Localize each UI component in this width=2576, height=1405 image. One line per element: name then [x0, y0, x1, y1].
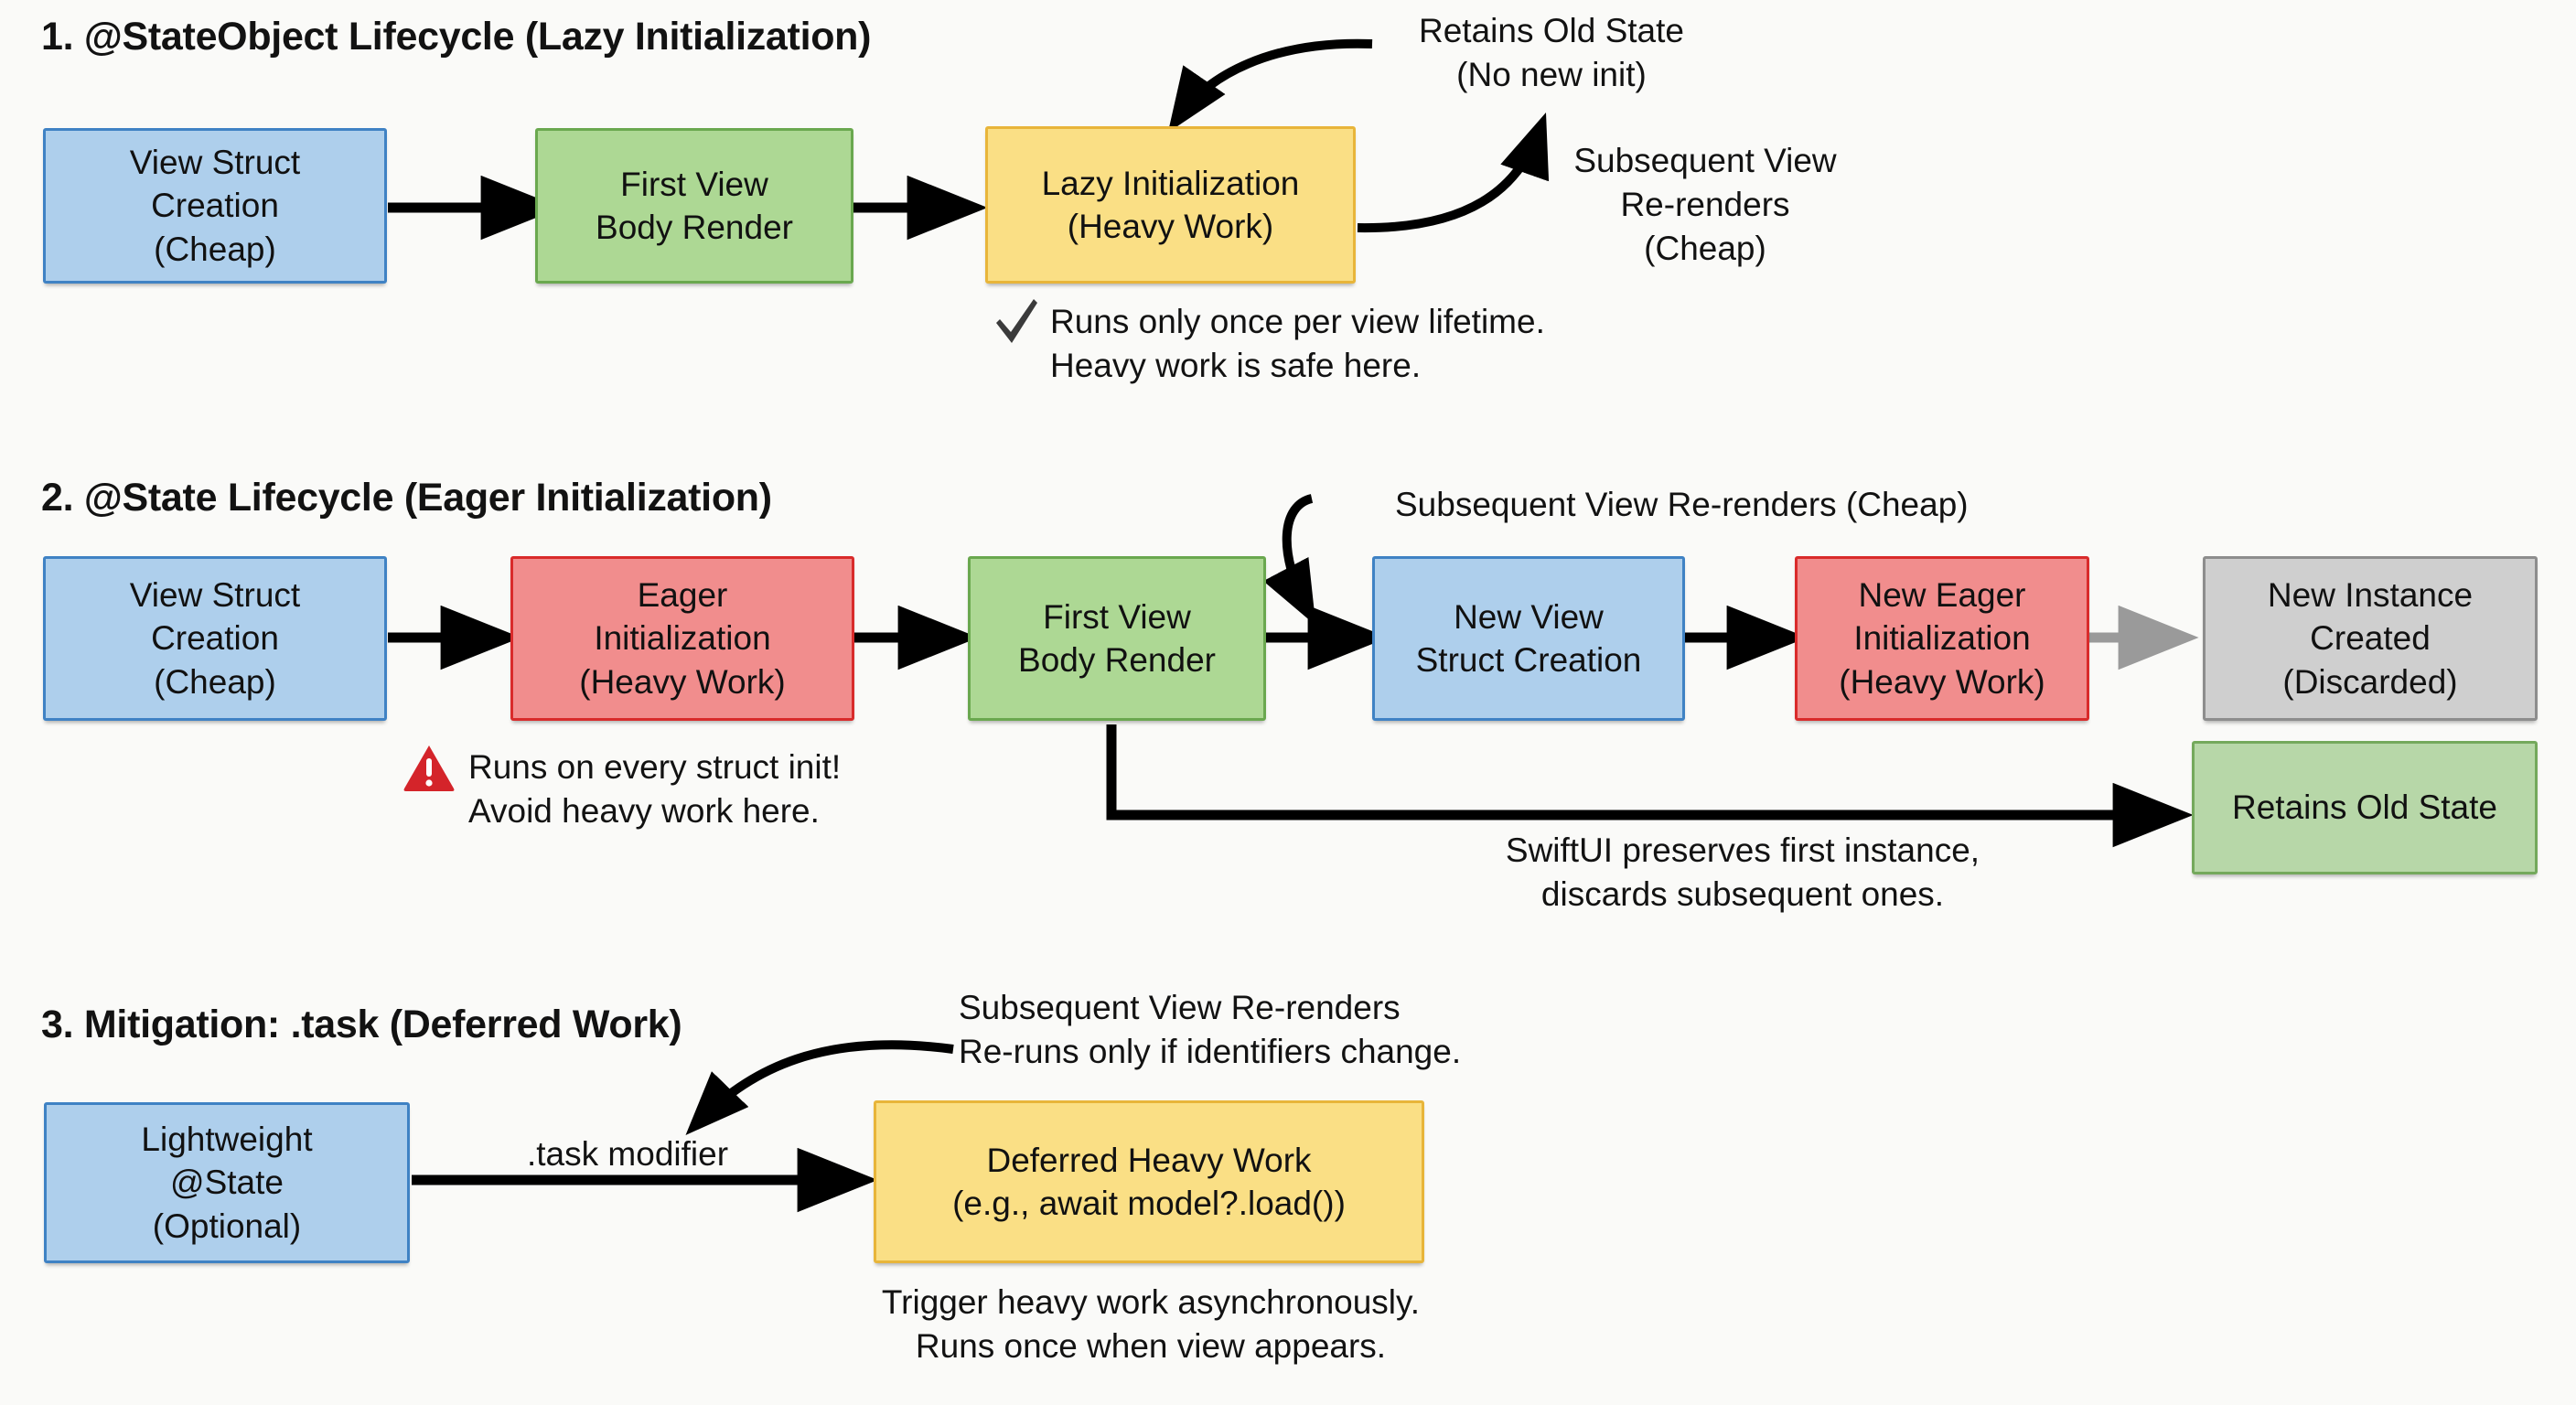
node-label: New Instance Created (Discarded) — [2267, 575, 2474, 701]
annotation-s2-preserve-note: SwiftUI preserves first instance, discar… — [1505, 831, 1980, 914]
annotation-s1-retains-old-state: Retains Old State (No new init) — [1419, 12, 1684, 94]
node-s2-new-instance-created[interactable]: New Instance Created (Discarded) — [2203, 556, 2538, 721]
node-s3-deferred-heavy-work[interactable]: Deferred Heavy Work (e.g., await model?.… — [874, 1100, 1424, 1263]
section-title-mitigation: 3. Mitigation: .task (Deferred Work) — [41, 1003, 682, 1046]
node-label: View Struct Creation (Cheap) — [129, 575, 301, 701]
arrow-s1-retains-old-state — [1167, 38, 1373, 133]
arrow-s2-subsequent-renders — [1262, 494, 1316, 626]
node-s3-lightweight-state[interactable]: Lightweight @State (Optional) — [44, 1102, 410, 1263]
annotation-s3-trigger-note: Trigger heavy work asynchronously. Runs … — [881, 1283, 1421, 1366]
annotation-s3-task-modifier: .task modifier — [527, 1135, 729, 1173]
node-label: First View Body Render — [596, 165, 793, 246]
node-label: Lightweight @State (Optional) — [141, 1120, 313, 1245]
warning-icon — [403, 745, 455, 791]
node-s2-first-view-body-render[interactable]: First View Body Render — [968, 556, 1266, 721]
node-label: View Struct Creation (Cheap) — [129, 143, 301, 268]
node-label: New Eager Initialization (Heavy Work) — [1839, 575, 2045, 701]
node-s2-retains-old-state[interactable]: Retains Old State — [2192, 741, 2538, 874]
node-label: Retains Old State — [2232, 788, 2497, 827]
annotation-s1-safe-note: Runs only once per view lifetime. Heavy … — [1050, 303, 1545, 385]
node-label: New View Struct Creation — [1415, 597, 1642, 679]
node-s1-view-struct-creation[interactable]: View Struct Creation (Cheap) — [43, 128, 387, 284]
node-s2-view-struct-creation[interactable]: View Struct Creation (Cheap) — [43, 556, 387, 721]
annotation-s2-subsequent-view-rerenders: Subsequent View Re-renders (Cheap) — [1395, 486, 1969, 523]
annotation-s3-rerenders-note: Subsequent View Re-renders Re-runs only … — [959, 989, 1462, 1071]
section-title-stateobject: 1. @StateObject Lifecycle (Lazy Initiali… — [41, 15, 872, 59]
annotation-s1-subsequent-view-rerenders: Subsequent View Re-renders (Cheap) — [1573, 142, 1837, 268]
section-title-state: 2. @State Lifecycle (Eager Initializatio… — [41, 476, 772, 520]
annotation-s2-warning-note: Runs on every struct init! Avoid heavy w… — [468, 748, 842, 831]
node-s2-new-eager-initialization[interactable]: New Eager Initialization (Heavy Work) — [1795, 556, 2089, 721]
node-label: Lazy Initialization (Heavy Work) — [1041, 164, 1300, 245]
node-s2-new-view-struct-creation[interactable]: New View Struct Creation — [1372, 556, 1685, 721]
node-label: First View Body Render — [1018, 597, 1216, 679]
node-label: Deferred Heavy Work (e.g., await model?.… — [952, 1141, 1346, 1222]
node-s1-first-view-body-render[interactable]: First View Body Render — [535, 128, 853, 284]
node-s2-eager-initialization[interactable]: Eager Initialization (Heavy Work) — [510, 556, 854, 721]
check-icon — [996, 299, 1037, 343]
arrow-s2-preserve-feedback — [1106, 724, 2194, 848]
arrow-s1-subsequent-renders — [1357, 113, 1550, 233]
node-label: Eager Initialization (Heavy Work) — [579, 575, 786, 701]
node-s1-lazy-initialization[interactable]: Lazy Initialization (Heavy Work) — [985, 126, 1356, 284]
